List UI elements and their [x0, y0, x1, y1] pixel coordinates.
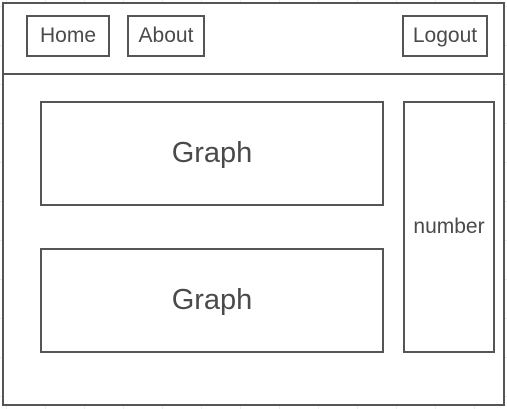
number-panel-label: number: [413, 215, 485, 238]
top-navbar: Home About Logout: [4, 4, 503, 75]
app-window: Home About Logout Graph Graph number: [2, 2, 505, 406]
graph-panel-bottom: Graph: [40, 248, 384, 353]
logout-button[interactable]: Logout: [402, 15, 488, 57]
about-button[interactable]: About: [127, 15, 205, 57]
number-panel: number: [403, 101, 495, 353]
graph-panel-top-label: Graph: [171, 137, 253, 169]
graph-panel-top: Graph: [40, 101, 384, 206]
graph-panel-bottom-label: Graph: [171, 284, 253, 316]
home-button[interactable]: Home: [26, 15, 110, 57]
